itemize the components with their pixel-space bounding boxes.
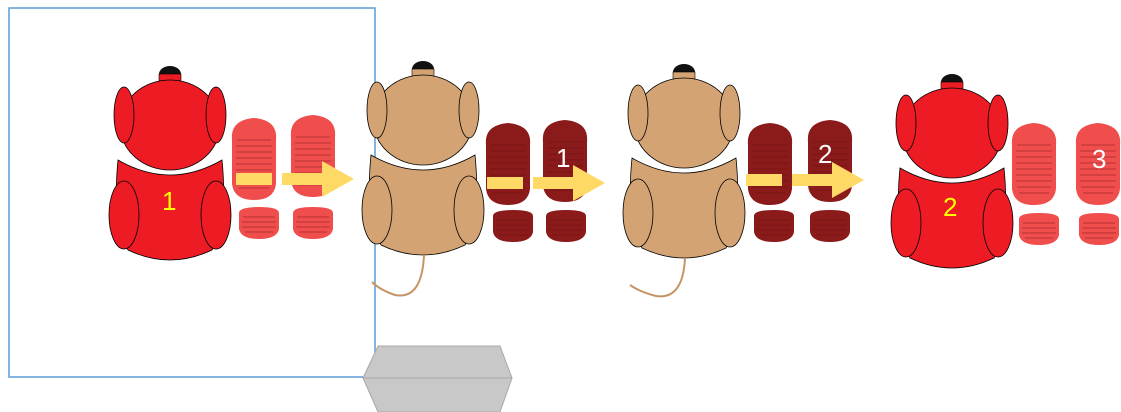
feces-icon	[292, 206, 334, 240]
mouse-label-1: 1	[162, 186, 177, 216]
mouse-icon	[361, 60, 485, 256]
mouse-icon	[108, 65, 232, 261]
feces-icon	[231, 117, 277, 201]
feces-icon	[1018, 212, 1060, 246]
pellet-label-2: 2	[818, 139, 833, 169]
feces-icon	[485, 122, 531, 206]
feces-icon	[747, 122, 793, 206]
pellet-label-3: 3	[1092, 144, 1107, 174]
mouse-icon	[622, 63, 746, 259]
feces-icon	[1078, 212, 1120, 246]
mouse-icon	[890, 73, 1014, 269]
feces-icon	[1011, 122, 1057, 206]
feces-icon	[238, 206, 280, 240]
feces-icon	[809, 209, 851, 243]
feces-icon	[545, 209, 587, 243]
mouse-label-2: 2	[943, 192, 958, 222]
pellet-label-1: 1	[556, 143, 571, 173]
hexagon-shape	[362, 345, 513, 412]
feces-icon	[492, 209, 534, 243]
feces-icon	[753, 209, 795, 243]
